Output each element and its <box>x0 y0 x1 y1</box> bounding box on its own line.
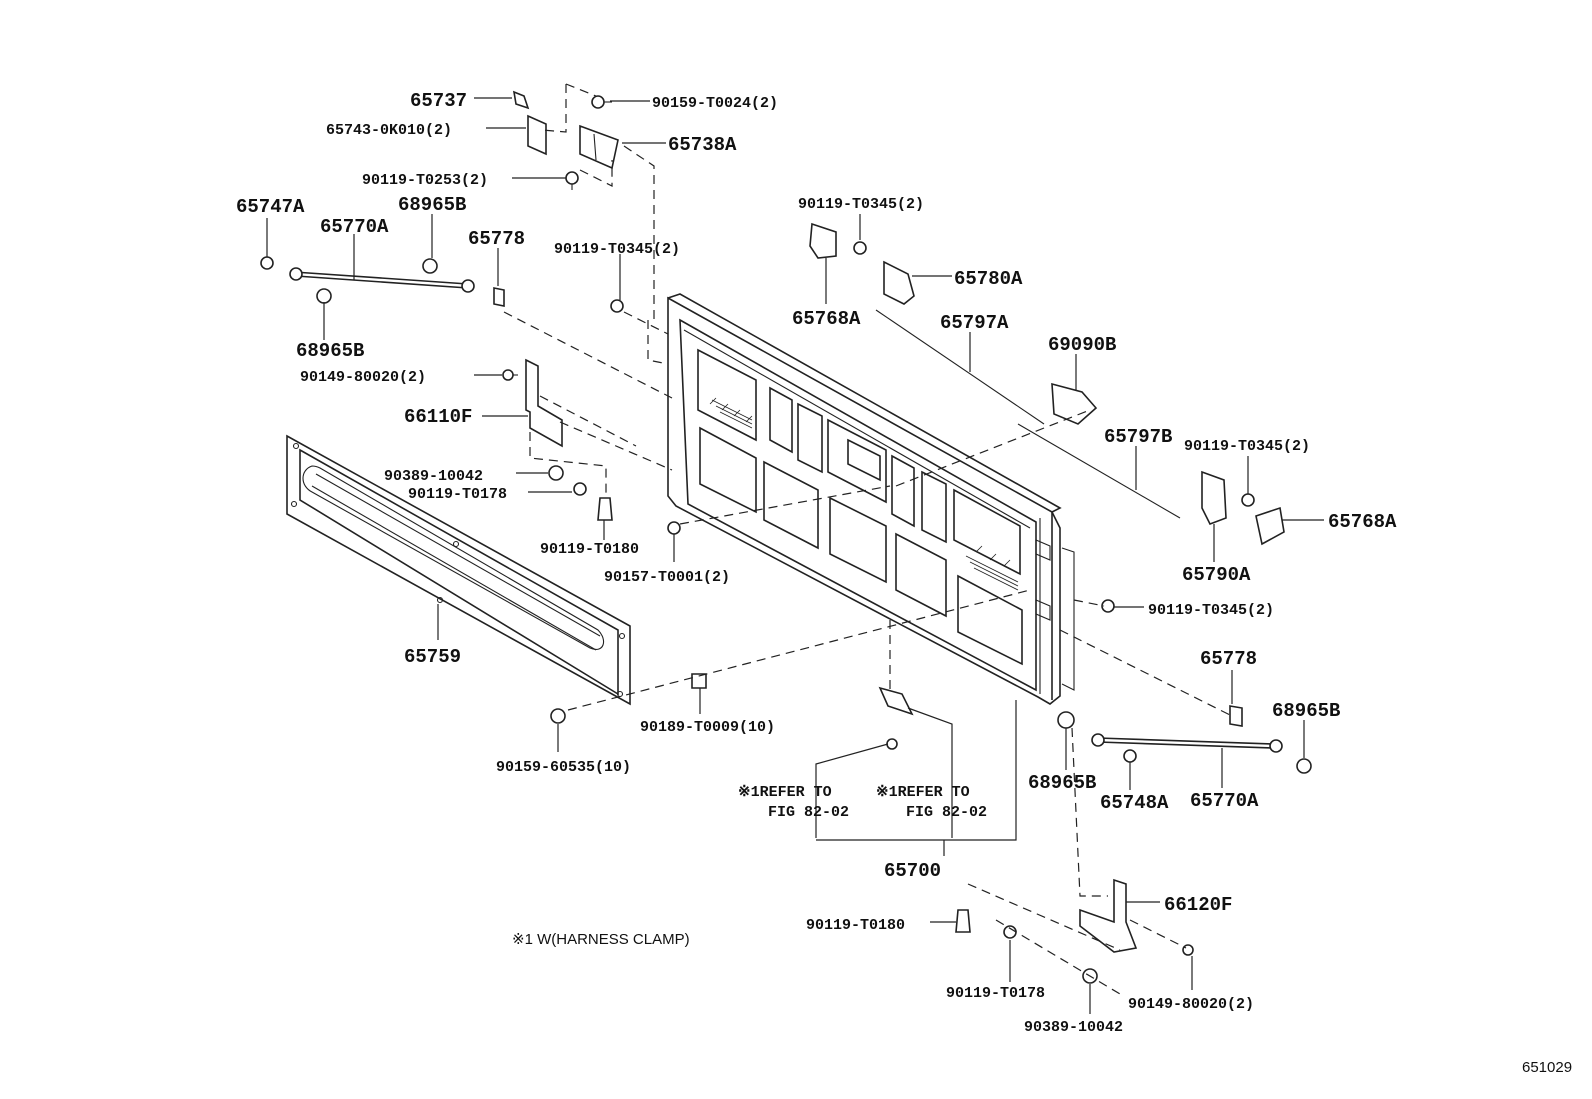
harness-clamp-1[interactable] <box>878 686 914 716</box>
label-65747A: 65747A <box>236 196 305 218</box>
figure-number: 651029 <box>1522 1059 1572 1076</box>
label-65768A-right: 65768A <box>1328 511 1397 533</box>
bolt-68965B-left[interactable] <box>316 288 332 304</box>
label-90389-10042-bottom: 90389-10042 <box>1024 1019 1123 1036</box>
bolt-68965B-top[interactable] <box>422 258 438 274</box>
label-refer-2-line2: FIG 82-02 <box>906 804 987 821</box>
label-90119-T0253: 90119-T0253(2) <box>362 172 488 189</box>
label-65797A: 65797A <box>940 312 1009 334</box>
assembly-lines <box>503 83 1233 995</box>
label-90159-60535: 90159-60535(10) <box>496 759 631 776</box>
clip-90189-T0009[interactable] <box>691 673 707 689</box>
label-69090B: 69090B <box>1048 334 1116 356</box>
footnote: ※1 W(HARNESS CLAMP) <box>512 931 690 948</box>
rod-65797B[interactable] <box>1017 423 1181 519</box>
label-65778-right: 65778 <box>1200 648 1257 670</box>
label-65770A-left: 65770A <box>320 216 389 238</box>
bracket-65778-left[interactable] <box>493 287 505 307</box>
label-90149-80020-top: 90149-80020(2) <box>300 369 426 386</box>
label-refer-1-line1: ※1REFER TO <box>738 784 832 801</box>
label-refer-2-line1: ※1REFER TO <box>876 784 970 801</box>
label-68965B-left: 68965B <box>296 340 364 362</box>
bracket-65768A-top[interactable] <box>809 222 837 259</box>
label-68965B-top: 68965B <box>398 194 466 216</box>
label-90119-T0345-c: 90119-T0345(2) <box>1184 438 1310 455</box>
bolt-90119-T0178-left[interactable] <box>573 482 587 496</box>
bolt-90119-T0345-c[interactable] <box>1241 493 1255 507</box>
label-66120F: 66120F <box>1164 894 1232 916</box>
label-90389-10042-left: 90389-10042 <box>384 468 483 485</box>
rod-65797A[interactable] <box>875 309 1045 425</box>
bolt-90157-T0001[interactable] <box>667 521 681 535</box>
tailgate-panel[interactable] <box>667 293 1075 705</box>
harness-clamp-2[interactable] <box>886 738 898 750</box>
bolt-90119-T0253[interactable] <box>565 171 579 190</box>
clip-65748A[interactable] <box>1123 749 1137 763</box>
label-90119-T0178-left: 90119-T0178 <box>408 486 507 503</box>
label-65700: 65700 <box>884 860 941 882</box>
nut-90389-10042-left[interactable] <box>548 465 564 481</box>
label-90119-T0345-b: 90119-T0345(2) <box>798 196 924 213</box>
label-90157-T0001: 90157-T0001(2) <box>604 569 730 586</box>
bracket-65778-right[interactable] <box>1229 705 1243 727</box>
clip-65747A[interactable] <box>260 256 274 270</box>
bolt-90119-T0345-a[interactable] <box>610 299 624 313</box>
hinge-66110F[interactable] <box>525 358 563 448</box>
latch-65780A[interactable] <box>883 260 915 305</box>
label-68965B-right: 68965B <box>1272 700 1340 722</box>
stay-65770A-right[interactable] <box>1091 733 1283 753</box>
part-65737[interactable] <box>512 90 530 110</box>
latch-65790A[interactable] <box>1201 470 1227 526</box>
handle-69090B[interactable] <box>1051 382 1098 425</box>
label-65759: 65759 <box>404 646 461 668</box>
bolt-90149-80020-bottom[interactable] <box>1182 944 1194 956</box>
label-65768A-top: 65768A <box>792 308 861 330</box>
bolt-90119-T0180-bottom[interactable] <box>955 909 971 933</box>
label-90149-80020-bottom: 90149-80020(2) <box>1128 996 1254 1013</box>
label-65737: 65737 <box>410 90 467 112</box>
label-65738A: 65738A <box>668 134 737 156</box>
label-90119-T0345-a: 90119-T0345(2) <box>554 241 680 258</box>
label-65743-0K010: 65743-0K010(2) <box>326 122 452 139</box>
bolt-90119-T0345-b[interactable] <box>853 241 867 255</box>
bolt-90149-80020-top[interactable] <box>502 369 518 381</box>
bolt-90119-T0345-d[interactable] <box>1101 599 1115 613</box>
screw-90159-60535[interactable] <box>550 708 566 724</box>
label-90119-T0178-bottom: 90119-T0178 <box>946 985 1045 1002</box>
part-65743-0K010[interactable] <box>527 114 547 156</box>
inner-cover-panel[interactable] <box>286 434 631 706</box>
hinge-66120F[interactable] <box>1079 878 1138 953</box>
label-refer-1-line2: FIG 82-02 <box>768 804 849 821</box>
label-65748A: 65748A <box>1100 792 1169 814</box>
label-65797B: 65797B <box>1104 426 1172 448</box>
label-65780A: 65780A <box>954 268 1023 290</box>
label-66110F: 66110F <box>404 406 472 428</box>
label-90119-T0180-left: 90119-T0180 <box>540 541 639 558</box>
label-68965B-bottom: 68965B <box>1028 772 1096 794</box>
label-65770A-right: 65770A <box>1190 790 1259 812</box>
label-65778-left: 65778 <box>468 228 525 250</box>
stay-65770A-left[interactable] <box>289 267 475 293</box>
bolt-90159-T0024[interactable] <box>591 95 612 109</box>
bolt-90119-T0180-left[interactable] <box>597 497 613 521</box>
label-90119-T0345-d: 90119-T0345(2) <box>1148 602 1274 619</box>
leader-lines <box>266 97 1324 1014</box>
bolt-68965B-bottom[interactable] <box>1057 711 1075 729</box>
label-90119-T0180-bottom: 90119-T0180 <box>806 917 905 934</box>
bolt-68965B-right[interactable] <box>1296 758 1312 774</box>
label-90159-T0024: 90159-T0024(2) <box>652 95 778 112</box>
label-90189-T0009: 90189-T0009(10) <box>640 719 775 736</box>
bracket-65768A-right[interactable] <box>1255 506 1285 546</box>
label-65790A: 65790A <box>1182 564 1251 586</box>
